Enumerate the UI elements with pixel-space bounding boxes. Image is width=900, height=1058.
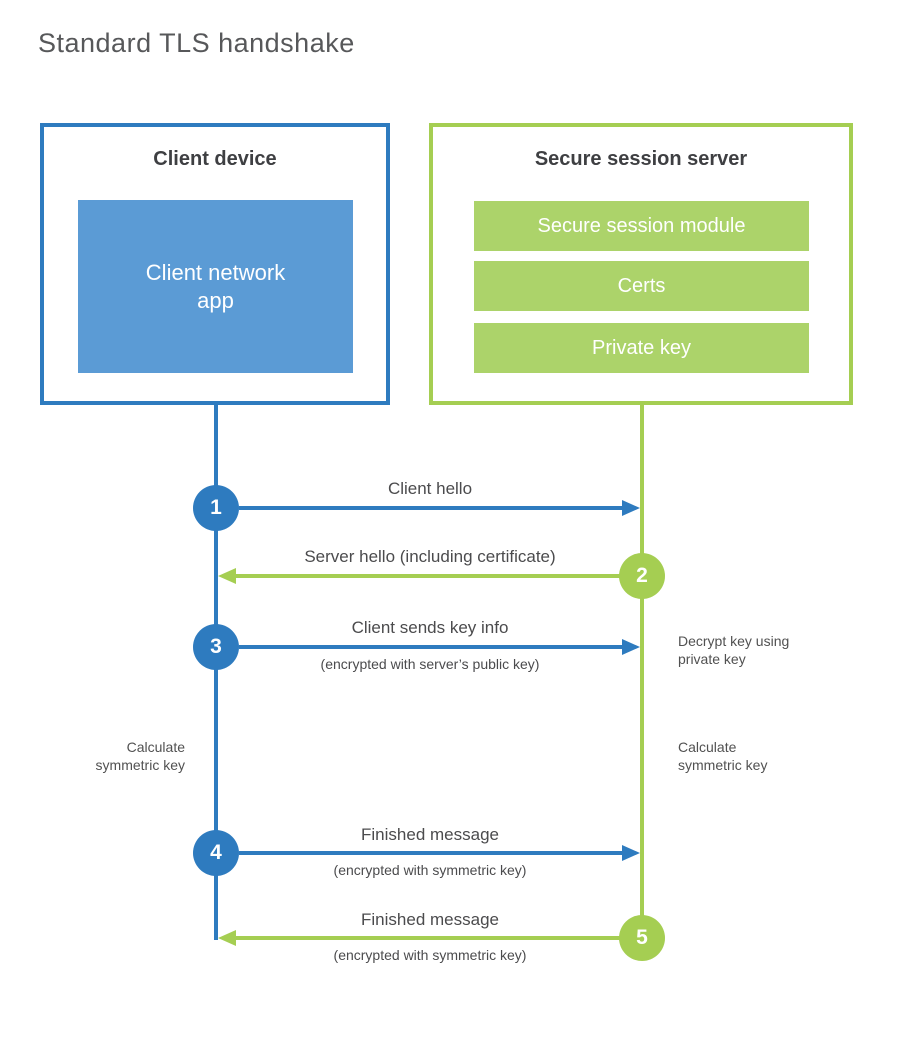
calculate-symmetric-key-note-server: Calculate symmetric key bbox=[678, 738, 767, 774]
step-5-circle: 5 bbox=[619, 915, 665, 961]
client-device-box: Client device Client network app bbox=[40, 123, 390, 405]
step-1-circle: 1 bbox=[193, 485, 239, 531]
secure-session-server-title: Secure session server bbox=[534, 148, 748, 170]
step-2-arrow-line bbox=[236, 574, 620, 578]
decrypt-key-note-line1: Decrypt key using bbox=[678, 633, 790, 649]
step-1-label: Client hello bbox=[387, 479, 473, 498]
calculate-symmetric-key-note-client: Calculate symmetric key bbox=[35, 738, 185, 774]
step-2-arrow-left-icon bbox=[218, 568, 236, 584]
step-4-label: Finished message bbox=[361, 825, 499, 844]
step-3-sublabel: (encrypted with server’s public key) bbox=[320, 656, 540, 672]
decrypt-key-note-line2: private key bbox=[678, 651, 746, 667]
secure-session-server-box: Secure session server Secure session mod… bbox=[429, 123, 853, 405]
step-1-arrow-right-icon bbox=[622, 500, 640, 516]
step-5-sublabel: (encrypted with symmetric key) bbox=[333, 947, 527, 963]
server-module-certs: Certs bbox=[474, 261, 809, 311]
calculate-note-server-line1: Calculate bbox=[678, 739, 737, 755]
page-title: Standard TLS handshake bbox=[38, 28, 355, 58]
calculate-note-client-line2: symmetric key bbox=[95, 757, 185, 773]
step-4-sublabel: (encrypted with symmetric key) bbox=[333, 862, 527, 878]
step-3-label: Client sends key info bbox=[351, 618, 509, 637]
step-5-label: Finished message bbox=[361, 910, 499, 929]
step-2-label: Server hello (including certificate) bbox=[304, 547, 556, 566]
calculate-note-server-line2: symmetric key bbox=[678, 757, 768, 773]
calculate-note-client-line1: Calculate bbox=[126, 739, 185, 755]
server-module-private-key: Private key bbox=[474, 323, 809, 373]
step-4-arrow-right-icon bbox=[622, 845, 640, 861]
client-network-app-label-line2: app bbox=[197, 287, 234, 313]
step-4-circle: 4 bbox=[193, 830, 239, 876]
client-lifeline bbox=[214, 405, 218, 940]
server-lifeline bbox=[640, 405, 644, 940]
client-network-app-label-line1: Client network bbox=[145, 260, 286, 285]
step-5-arrow-line bbox=[236, 936, 620, 940]
step-1-arrow-line bbox=[239, 506, 622, 510]
client-device-title: Client device bbox=[153, 148, 277, 170]
step-3-arrow-line bbox=[239, 645, 622, 649]
step-2-circle: 2 bbox=[619, 553, 665, 599]
step-5-arrow-left-icon bbox=[218, 930, 236, 946]
client-network-app-module: Client network app bbox=[78, 200, 353, 373]
decrypt-key-note: Decrypt key using private key bbox=[678, 632, 789, 668]
server-module-secure-session-module: Secure session module bbox=[474, 201, 809, 251]
step-3-circle: 3 bbox=[193, 624, 239, 670]
step-3-arrow-right-icon bbox=[622, 639, 640, 655]
step-4-arrow-line bbox=[239, 851, 622, 855]
